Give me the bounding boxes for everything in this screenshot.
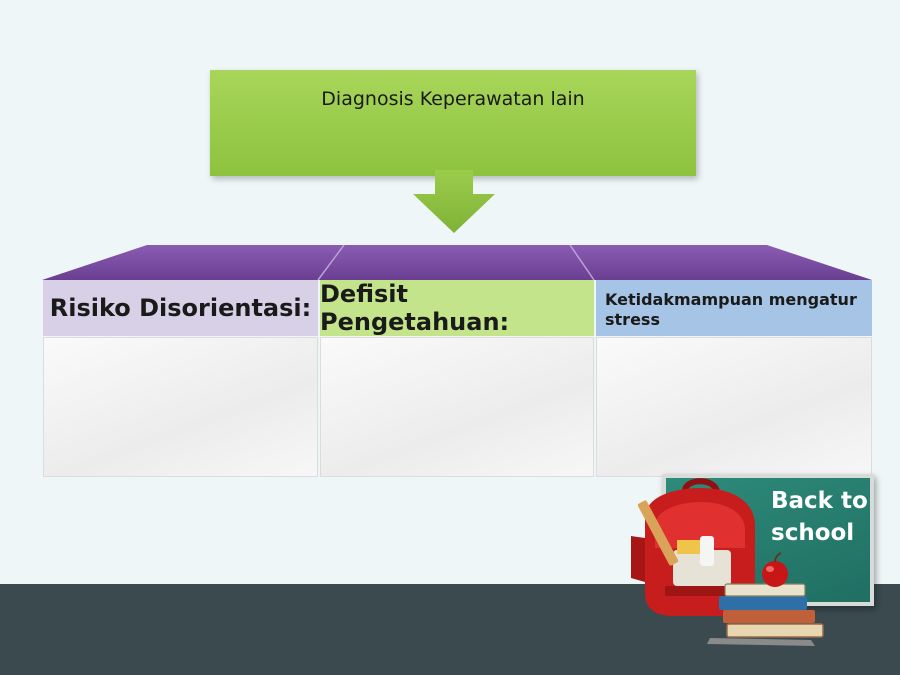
apple-icon xyxy=(762,552,788,587)
diagnosis-box: Diagnosis Keperawatan lain xyxy=(210,70,696,176)
board-line-2: school xyxy=(771,520,855,546)
books-icon xyxy=(707,583,824,646)
column-header-label: Ketidakmampuan mengatur stress xyxy=(605,290,857,329)
back-to-school-text: Back to school xyxy=(771,485,871,549)
column-body-defisit xyxy=(320,337,594,477)
diagnosis-label: Diagnosis Keperawatan lain xyxy=(321,88,585,110)
column-header-label: Defisit Pengetahuan: xyxy=(320,280,510,336)
school-illustration xyxy=(631,478,824,646)
board-line-1: Back to xyxy=(771,488,868,514)
column-header-defisit: Defisit Pengetahuan: xyxy=(320,280,594,336)
down-arrow-icon xyxy=(413,170,495,233)
column-header-label: Risiko Disorientasi: xyxy=(49,294,312,322)
column-header-ketidakmampuan: Ketidakmampuan mengatur stress xyxy=(596,280,872,336)
column-header-tray xyxy=(42,245,872,281)
column-header-risiko: Risiko Disorientasi: xyxy=(43,280,318,336)
column-body-ketidakmampuan xyxy=(596,337,872,477)
column-body-risiko xyxy=(43,337,318,477)
